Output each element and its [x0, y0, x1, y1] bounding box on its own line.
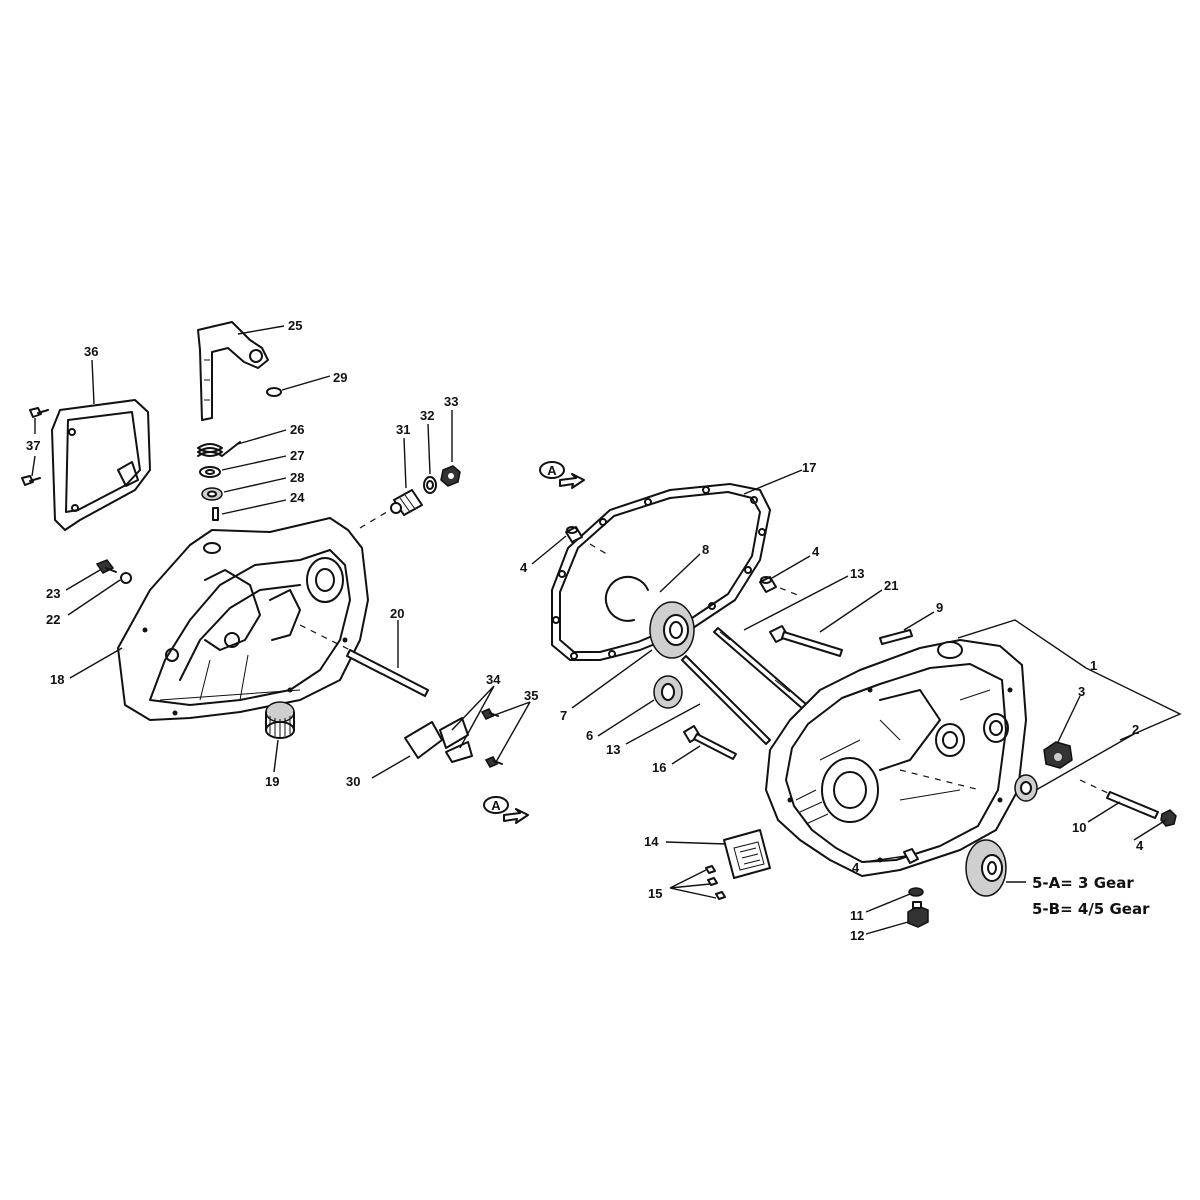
part-number-labels: 1 2 3 4 4 4 4 6 7 8 9 10 11 12 13 13 14 …	[26, 318, 1144, 943]
label-part-7: 7	[560, 708, 567, 723]
view-marker-a-upper: A	[539, 461, 585, 489]
left-crankcase-cover	[117, 517, 369, 721]
circlip	[604, 575, 649, 622]
label-part-10: 10	[1072, 820, 1086, 835]
label-part-14: 14	[644, 834, 659, 849]
label-part-3: 3	[1078, 684, 1085, 699]
main-bearing	[649, 601, 695, 659]
label-part-27: 27	[290, 448, 304, 463]
label-part-12: 12	[850, 928, 864, 943]
note-5b: 5-B= 4/5 Gear	[1032, 900, 1150, 918]
dowel-sleeve	[759, 576, 777, 593]
label-part-11: 11	[850, 908, 864, 923]
shift-lever	[197, 321, 282, 421]
note-5a: 5-A= 3 Gear	[1032, 874, 1134, 892]
label-part-33: 33	[444, 394, 458, 409]
label-part-4: 4	[1136, 838, 1144, 853]
label-part-2: 2	[1132, 722, 1139, 737]
label-part-13: 13	[850, 566, 864, 581]
cover-screws	[21, 407, 49, 486]
oil-seal	[653, 675, 683, 709]
label-part-34: 34	[486, 672, 501, 687]
right-crankcase	[765, 639, 1027, 877]
retaining-plates	[404, 708, 503, 768]
label-part-36: 36	[84, 344, 98, 359]
label-part-1: 1	[1090, 658, 1097, 673]
label-part-4: 4	[852, 860, 860, 875]
label-part-23: 23	[46, 586, 60, 601]
label-part-15: 15	[648, 886, 662, 901]
cover-screw-and-washer	[95, 559, 132, 584]
gear-notes: 5-A= 3 Gear 5-B= 4/5 Gear	[1032, 874, 1150, 918]
label-part-31: 31	[396, 422, 410, 437]
shift-shaft	[346, 649, 429, 697]
view-marker-a-lower: A	[483, 796, 529, 824]
label-part-20: 20	[390, 606, 404, 621]
layshaft-pin	[1106, 791, 1177, 827]
bolt	[769, 625, 843, 657]
label-part-26: 26	[290, 422, 304, 437]
label-part-24: 24	[290, 490, 305, 505]
svg-text:A: A	[547, 463, 557, 478]
label-part-6: 6	[586, 728, 593, 743]
label-part-17: 17	[802, 460, 816, 475]
label-part-13: 13	[606, 742, 620, 757]
dowel-sleeve	[565, 526, 583, 543]
studs	[681, 627, 823, 745]
spring-washer-set	[197, 441, 241, 521]
crankcase-gasket	[551, 483, 771, 661]
label-part-8: 8	[702, 542, 709, 557]
label-part-30: 30	[346, 774, 360, 789]
crankcase-bolt	[683, 725, 737, 760]
label-part-37: 37	[26, 438, 40, 453]
label-part-32: 32	[420, 408, 434, 423]
label-part-16: 16	[652, 760, 666, 775]
label-part-22: 22	[46, 612, 60, 627]
label-part-9: 9	[936, 600, 943, 615]
label-part-35: 35	[524, 688, 538, 703]
assembly-bracket	[957, 619, 1182, 741]
inspection-cover	[51, 399, 151, 531]
label-part-19: 19	[265, 774, 279, 789]
dowel-pin	[879, 629, 913, 645]
detent-plunger-set	[390, 465, 461, 516]
breather-plate	[723, 829, 771, 879]
needle-bearing	[265, 701, 295, 739]
label-part-21: 21	[884, 578, 898, 593]
leader-lines	[31, 325, 1167, 935]
shaft-nut	[1043, 741, 1073, 769]
label-part-4: 4	[520, 560, 528, 575]
svg-text:A: A	[491, 798, 501, 813]
shaft-seal	[1014, 774, 1038, 802]
label-part-28: 28	[290, 470, 304, 485]
label-part-18: 18	[50, 672, 64, 687]
label-part-25: 25	[288, 318, 302, 333]
breather-screws	[705, 865, 726, 900]
assembly-lines	[299, 509, 1111, 795]
gearbox-bearing	[965, 839, 1007, 897]
label-part-29: 29	[333, 370, 347, 385]
drain-plug-set	[903, 848, 929, 928]
label-part-4: 4	[812, 544, 820, 559]
